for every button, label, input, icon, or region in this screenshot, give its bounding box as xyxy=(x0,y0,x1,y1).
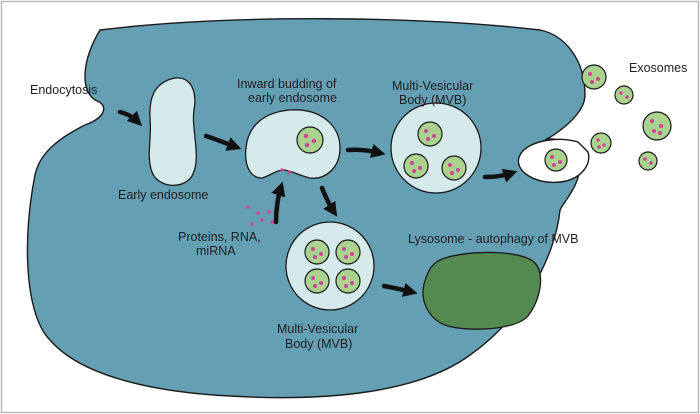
intraluminal-vesicle xyxy=(403,153,429,179)
intraluminal-vesicle xyxy=(335,268,361,294)
early-endosome xyxy=(148,77,197,186)
mvb-top xyxy=(390,102,482,194)
mvb-bottom xyxy=(285,221,375,311)
label-mvb-bottom-2: Body (MVB) xyxy=(285,337,352,351)
intraluminal-vesicle xyxy=(335,239,361,265)
label-mvb-top-1: Multi-Vesicular xyxy=(392,79,473,93)
label-endocytosis: Endocytosis xyxy=(30,83,97,97)
label-inward-budding-2: early endosome xyxy=(248,91,337,105)
arrow-to-mvb-bottom xyxy=(319,185,338,217)
budding-endosome xyxy=(244,109,341,179)
label-proteins-2: miRNA xyxy=(196,244,236,258)
exosome xyxy=(590,132,612,154)
pathway-arrows xyxy=(117,109,518,297)
exosome xyxy=(614,85,634,105)
cargo-molecules xyxy=(246,205,274,226)
arrow-to-lysosome xyxy=(381,282,418,297)
label-mvb-top-2: Body (MVB) xyxy=(399,93,466,107)
label-inward-budding-1: Inward budding of xyxy=(237,77,337,91)
intraluminal-vesicle xyxy=(441,155,467,181)
exosome-releasing xyxy=(544,148,568,172)
intraluminal-vesicle xyxy=(304,268,330,294)
exosome xyxy=(638,151,658,171)
label-proteins-1: Proteins, RNA, xyxy=(178,230,261,244)
lysosome xyxy=(422,251,542,330)
intraluminal-vesicle xyxy=(304,239,330,265)
label-exosomes: Exosomes xyxy=(629,61,687,75)
label-lysosome: Lysosome - autophagy of MVB xyxy=(408,232,578,246)
exosome xyxy=(642,111,672,141)
arrow-endocytosis xyxy=(117,109,143,127)
intraluminal-vesicle xyxy=(417,121,443,147)
arrow-to-mvb-top xyxy=(345,143,386,158)
arrow-to-budding xyxy=(203,133,242,151)
arrow-cargo-uptake xyxy=(271,181,286,225)
arrow-exocytosis xyxy=(482,168,518,183)
intraluminal-vesicle xyxy=(296,126,324,154)
label-mvb-bottom-1: Multi-Vesicular xyxy=(277,322,358,336)
label-early-endosome: Early endosome xyxy=(118,188,208,202)
exosome xyxy=(581,64,607,90)
